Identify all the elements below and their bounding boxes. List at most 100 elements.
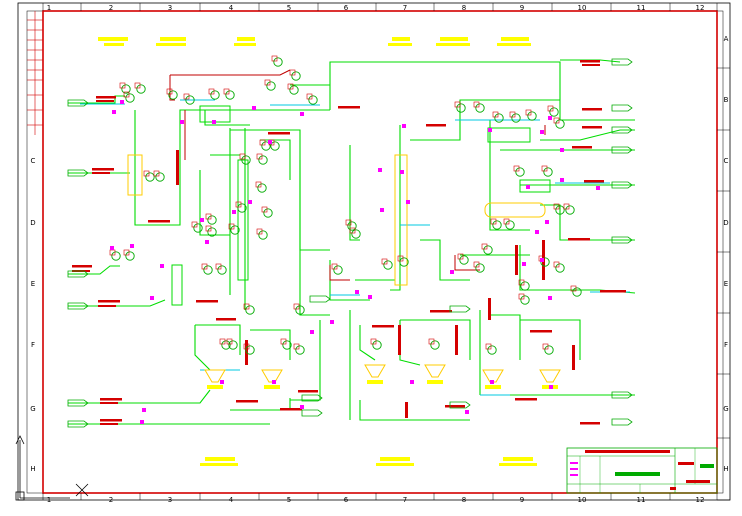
instrument-bubble [257, 183, 267, 193]
valve-marker [330, 320, 334, 324]
instrument-bubble [221, 340, 231, 350]
valve-marker [232, 210, 236, 214]
valve-marker [535, 230, 539, 234]
grid-column-label: 6 [344, 4, 349, 12]
grid-column-label: 7 [403, 4, 407, 12]
control-box [256, 153, 263, 160]
instrument-bubble [565, 205, 575, 215]
instrument-bubble [520, 281, 530, 291]
control-box [454, 101, 461, 108]
control-box [553, 117, 560, 124]
control-box [123, 91, 130, 98]
control-box [457, 253, 464, 260]
instrument-bubble [295, 305, 305, 315]
grid-column-label: 2 [109, 496, 113, 504]
control-box [518, 279, 525, 286]
control-box [570, 285, 577, 292]
grid-row-label: D [723, 219, 728, 227]
grid-labels: 112233445566778899101011111212ABCCDDEEFF… [30, 3, 730, 504]
grid-column-label: 8 [462, 4, 466, 12]
grid-column-label: 10 [578, 4, 587, 12]
valve-marker [355, 290, 359, 294]
valve-marker [406, 200, 410, 204]
grid-row-label: H [30, 465, 35, 473]
valve-marker [120, 100, 124, 104]
control-box [485, 343, 492, 350]
valve-marker [160, 264, 164, 268]
control-box [473, 101, 480, 108]
grid-column-label: 5 [287, 496, 291, 504]
control-box [547, 105, 554, 112]
control-box [563, 203, 570, 210]
control-box [331, 263, 338, 270]
instrument-bubble [193, 223, 203, 233]
instrument-bubble [155, 172, 165, 182]
control-box [134, 82, 141, 89]
control-box [503, 218, 510, 225]
instrument-bubble [207, 215, 217, 225]
valve-marker [465, 410, 469, 414]
instrument-bubble [225, 90, 235, 100]
grid-column-label: 4 [229, 496, 234, 504]
control-box [553, 261, 560, 268]
instrument-bubble [544, 345, 554, 355]
instrument-bubble [245, 305, 255, 315]
steam-lines [169, 69, 546, 281]
valve-marker [400, 170, 404, 174]
revision-strip [27, 11, 43, 135]
grid-row-label: E [31, 280, 35, 288]
control-box [525, 109, 532, 116]
column-c4 [394, 154, 408, 286]
instrument-bubble [145, 172, 155, 182]
valve-marker [310, 330, 314, 334]
valve-marker [560, 148, 564, 152]
control-box [123, 249, 130, 256]
grid-column-label: 10 [578, 496, 587, 504]
grid-column-label: 6 [344, 496, 349, 504]
control-box [153, 170, 160, 177]
instrument-bubble [475, 263, 485, 273]
valve-marker [150, 296, 154, 300]
instrument-bubble [125, 251, 135, 261]
instrument-bubble [475, 103, 485, 113]
valve-marker [300, 112, 304, 116]
control-box [542, 343, 549, 350]
control-box [513, 165, 520, 172]
drum-d1 [484, 202, 546, 218]
control-box [280, 338, 287, 345]
valve-marker [272, 380, 276, 384]
instrument-bubble [230, 225, 240, 235]
instrument-bubble [258, 155, 268, 165]
control-box [215, 263, 222, 270]
valve-marker [110, 246, 114, 250]
grid-column-label: 11 [637, 4, 646, 12]
grid-row-label: D [30, 219, 35, 227]
valve-marker [252, 106, 256, 110]
control-box [255, 181, 262, 188]
control-box [381, 258, 388, 265]
instrument-bubble [515, 167, 525, 177]
instrument-bubble [492, 220, 502, 230]
control-box [370, 338, 377, 345]
grid-row-label: F [724, 341, 728, 349]
control-box [287, 83, 294, 90]
control-box [261, 206, 268, 213]
control-box [183, 93, 190, 100]
valve-marker [596, 186, 600, 190]
instrument-bubble [430, 340, 440, 350]
valve-marker [130, 244, 134, 248]
control-box [271, 55, 278, 62]
grid-row-label: G [30, 405, 35, 413]
valve-marker [522, 262, 526, 266]
instrument-bubble [505, 220, 515, 230]
valve-marker [112, 110, 116, 114]
control-box [239, 153, 246, 160]
control-box [205, 213, 212, 220]
instrument-bubble [289, 85, 299, 95]
instrument-bubble [487, 345, 497, 355]
instrument-bubble [494, 113, 504, 123]
valve-marker [248, 200, 252, 204]
valve-marker [140, 420, 144, 424]
instrument-bubble [543, 167, 553, 177]
